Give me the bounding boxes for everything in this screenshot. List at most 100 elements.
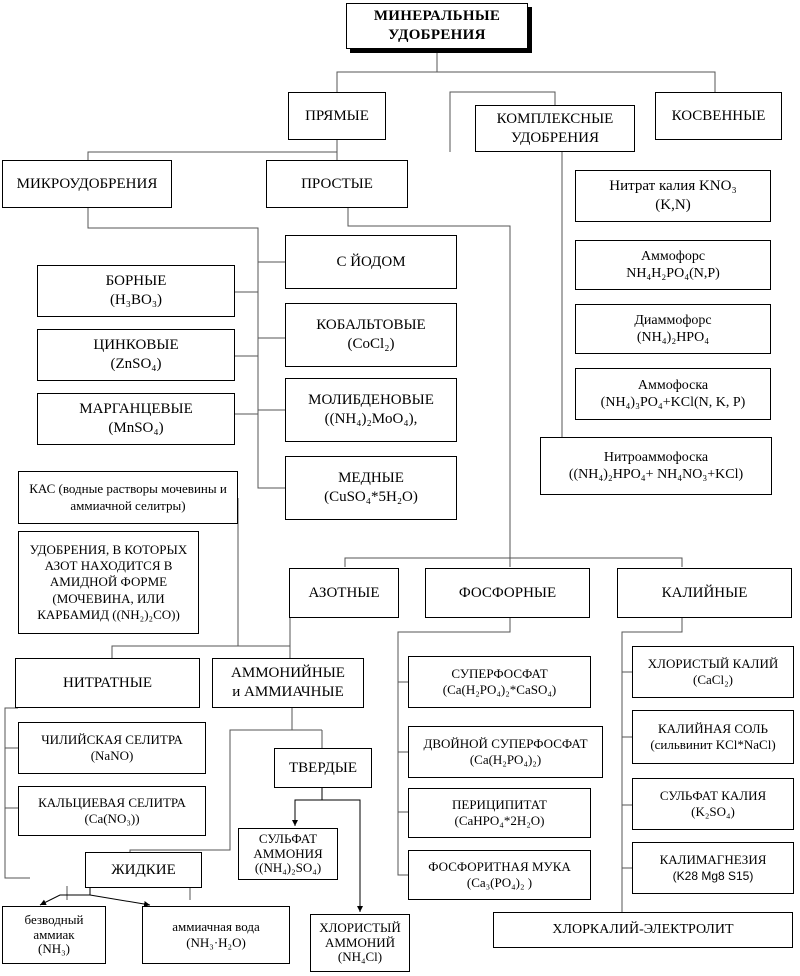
precipitate: ПЕРИЦИПИТАТ (CaHPO₄*2H₂O) bbox=[408, 788, 591, 838]
nitrate-label: НИТРАТНЫЕ bbox=[62, 674, 152, 691]
complex-item-line1: Аммофоска bbox=[637, 377, 709, 393]
ammonia-water-line2: (NH₃·H₂O) bbox=[186, 935, 246, 950]
micro-item-line2: (CoCl₂) bbox=[347, 336, 395, 352]
complex-item-line1: Аммофорс bbox=[640, 248, 706, 264]
micro-item-line2: ((NH₄)₂MoO₄), bbox=[324, 411, 418, 427]
micro-label: МИКРОУДОБРЕНИЯ bbox=[16, 175, 158, 192]
micro-molybdenum: МОЛИБДЕНОВЫЕ ((NH₄)₂MoO₄), bbox=[285, 378, 457, 442]
complex-item-diammophos: Диаммофорс (NH₄)₂HPO₄ bbox=[575, 304, 771, 354]
complex-item-line2: (K,N) bbox=[655, 197, 691, 213]
simple-fertilizers: ПРОСТЫЕ bbox=[266, 160, 408, 208]
phosphorus-item-line2: (CaHPO₄*2H₂O) bbox=[454, 813, 545, 828]
potassium-fertilizers: КАЛИЙНЫЕ bbox=[617, 568, 792, 618]
micro-fertilizers: МИКРОУДОБРЕНИЯ bbox=[2, 160, 172, 208]
potassium-item-line1: КАЛИЙНАЯ СОЛЬ bbox=[657, 720, 769, 736]
amide-text: УДОБРЕНИЯ, В КОТОРЫХ АЗОТ НАХОДИТСЯ В АМ… bbox=[29, 541, 188, 622]
micro-item-line1: С ЙОДОМ bbox=[336, 253, 406, 270]
nitrate-fertilizers: НИТРАТНЫЕ bbox=[15, 658, 200, 708]
micro-item-line2: (MnSO₄) bbox=[108, 420, 164, 436]
solid-label: ТВЕРДЫЕ bbox=[288, 759, 358, 776]
phosphorus-item-line2: (Ca(H₂PO₄)₂) bbox=[469, 752, 542, 767]
ammonium-line1: АММОНИЙНЫЕ bbox=[231, 665, 345, 682]
root-mineral-fertilizers: МИНЕРАЛЬНЫЕ УДОБРЕНИЯ bbox=[346, 3, 528, 49]
complex-item-line2: NH₄H₂PO₄(N,P) bbox=[626, 266, 720, 281]
potassium-item-line1: КАЛИМАГНЕЗИЯ bbox=[659, 852, 767, 868]
ammonium-chloride: ХЛОРИСТЫЙ АММОНИЙ (NH₄Cl) bbox=[310, 914, 410, 972]
micro-item-line2: (H₃BO₃) bbox=[109, 292, 163, 308]
potassium-item-line1: ХЛОРИСТЫЙ КАЛИЙ bbox=[647, 655, 779, 671]
chilean-saltpeter: ЧИЛИЙСКАЯ СЕЛИТРА (NaNO) bbox=[18, 722, 206, 774]
nitrogen-label: АЗОТНЫЕ bbox=[308, 584, 380, 601]
phosphorite-flour: ФОСФОРИТНАЯ МУКА (Ca₃(PO₄)₂ ) bbox=[408, 850, 591, 900]
micro-item-line2: (ZnSO₄) bbox=[110, 356, 162, 372]
ammonium-line2: и АММИАЧНЫЕ bbox=[232, 684, 344, 700]
potassium-label: КАЛИЙНЫЕ bbox=[661, 584, 748, 601]
complex-item-line1: Нитроаммофоска bbox=[603, 449, 709, 465]
micro-item-line1: МОЛИБДЕНОВЫЕ bbox=[308, 392, 434, 409]
ammonium-fertilizers: АММОНИЙНЫЕ и АММИАЧНЫЕ bbox=[212, 658, 364, 708]
amide-box: УДОБРЕНИЯ, В КОТОРЫХ АЗОТ НАХОДИТСЯ В АМ… bbox=[18, 531, 199, 634]
micro-item-line1: ЦИНКОВЫЕ bbox=[93, 337, 179, 354]
complex-line1: КОМПЛЕКСНЫЕ bbox=[496, 110, 614, 127]
potassium-item-line2: (сильвинит KCl*NaCl) bbox=[650, 737, 776, 752]
direct-fertilizers: ПРЯМЫЕ bbox=[288, 92, 386, 140]
potassium-item-line2: (K28 Mg8 S15) bbox=[672, 868, 754, 883]
indirect-label: КОСВЕННЫЕ bbox=[671, 107, 766, 124]
complex-item-potassium-nitrate: Нитрат калия KNO₃ (K,N) bbox=[575, 170, 771, 222]
micro-item-line1: КОБАЛЬТОВЫЕ bbox=[316, 317, 426, 334]
kas-box: КАС (водные растворы мочевины и аммиачно… bbox=[18, 471, 238, 524]
phosphorus-item-line1: ПЕРИЦИПИТАТ bbox=[452, 796, 547, 812]
ammonia-water-line1: аммиачная вода bbox=[172, 918, 260, 934]
root-line2: УДОБРЕНИЯ bbox=[388, 27, 486, 43]
direct-label: ПРЯМЫЕ bbox=[305, 107, 369, 124]
double-superphosphate: ДВОЙНОЙ СУПЕРФОСФАТ (Ca(H₂PO₄)₂) bbox=[408, 726, 603, 778]
simple-label: ПРОСТЫЕ bbox=[301, 175, 373, 192]
complex-item-ammophoska: Аммофоска (NH₄)₃PO₄+KCl(N, K, P) bbox=[575, 368, 771, 420]
chloride-line1: ХЛОРИСТЫЙ bbox=[319, 919, 401, 935]
nitrate-item-line1: КАЛЬЦИЕВАЯ СЕЛИТРА bbox=[38, 794, 186, 810]
micro-zinc: ЦИНКОВЫЕ (ZnSO₄) bbox=[37, 329, 235, 381]
potassium-sulfate: СУЛЬФАТ КАЛИЯ (K₂SO₄) bbox=[632, 778, 794, 830]
micro-cobalt: КОБАЛЬТОВЫЕ (CoCl₂) bbox=[285, 303, 457, 367]
electrolyte-label: ХЛОРКАЛИЙ-ЭЛЕКТРОЛИТ bbox=[552, 922, 734, 938]
liquid-fertilizers: ЖИДКИЕ bbox=[85, 852, 202, 888]
phosphorus-item-line1: ДВОЙНОЙ СУПЕРФОСФАТ bbox=[423, 735, 588, 751]
complex-item-line2: (NH₄)₂HPO₄ bbox=[636, 330, 710, 345]
sulfate-line3: ((NH₄)₂SO₄) bbox=[254, 860, 322, 876]
potassium-salt: КАЛИЙНАЯ СОЛЬ (сильвинит KCl*NaCl) bbox=[632, 710, 794, 764]
ammonia-water: аммиачная вода (NH₃·H₂O) bbox=[142, 906, 290, 964]
micro-copper: МЕДНЫЕ (CuSO₄*5H₂O) bbox=[285, 456, 457, 520]
micro-iodine: С ЙОДОМ bbox=[285, 235, 457, 289]
phosphorus-item-line1: СУПЕРФОСФАТ bbox=[451, 665, 548, 681]
kas-text: КАС (водные растворы мочевины и аммиачно… bbox=[29, 481, 227, 513]
ammonium-sulfate: СУЛЬФАТ АММОНИЯ ((NH₄)₂SO₄) bbox=[238, 828, 338, 880]
anhydrous-line3: (NH₃) bbox=[38, 941, 70, 957]
anhydrous-line1: безводный bbox=[24, 911, 84, 927]
complex-item-ammophos: Аммофорс NH₄H₂PO₄(N,P) bbox=[575, 240, 771, 290]
liquid-label: ЖИДКИЕ bbox=[111, 861, 176, 878]
anhydrous-line2: аммиак bbox=[33, 926, 75, 942]
chlorkalium-electrolyte: ХЛОРКАЛИЙ-ЭЛЕКТРОЛИТ bbox=[493, 912, 793, 948]
complex-item-line1: Диаммофорс bbox=[634, 312, 712, 328]
complex-line2: УДОБРЕНИЯ bbox=[511, 129, 599, 146]
potassium-item-line2: (CaCl₂) bbox=[693, 672, 733, 687]
phosphorus-label: ФОСФОРНЫЕ bbox=[458, 584, 557, 601]
sulfate-line2: АММОНИЯ bbox=[253, 845, 323, 861]
phosphorus-item-line2: (Ca(H₂PO₄)₂*CaSO₄) bbox=[442, 682, 557, 697]
complex-item-nitroammophoska: Нитроаммофоска ((NH₄)₂HPO₄+ NH₄NO₃+KCl) bbox=[540, 437, 772, 495]
anhydrous-ammonia: безводный аммиак (NH₃) bbox=[2, 906, 106, 964]
chloride-line3: (NH₄Cl) bbox=[337, 949, 383, 965]
phosphorus-item-line1: ФОСФОРИТНАЯ МУКА bbox=[428, 858, 571, 874]
nitrate-item-line2: (Ca(NO₃)) bbox=[84, 811, 140, 826]
phosphorus-fertilizers: ФОСФОРНЫЕ bbox=[425, 568, 590, 618]
superphosphate: СУПЕРФОСФАТ (Ca(H₂PO₄)₂*CaSO₄) bbox=[408, 656, 591, 708]
micro-item-line2: (CuSO₄*5H₂O) bbox=[324, 489, 418, 505]
complex-item-line2: ((NH₄)₂HPO₄+ NH₄NO₃+KCl) bbox=[568, 467, 744, 482]
kalimagnesia: КАЛИМАГНЕЗИЯ (K28 Mg8 S15) bbox=[632, 842, 794, 894]
indirect-fertilizers: КОСВЕННЫЕ bbox=[655, 92, 782, 140]
micro-item-line1: МАРГАНЦЕВЫЕ bbox=[79, 401, 193, 418]
nitrate-item-line1: ЧИЛИЙСКАЯ СЕЛИТРА bbox=[41, 731, 183, 747]
complex-fertilizers: КОМПЛЕКСНЫЕ УДОБРЕНИЯ bbox=[475, 105, 635, 152]
micro-boron: БОРНЫЕ (H₃BO₃) bbox=[37, 265, 235, 317]
